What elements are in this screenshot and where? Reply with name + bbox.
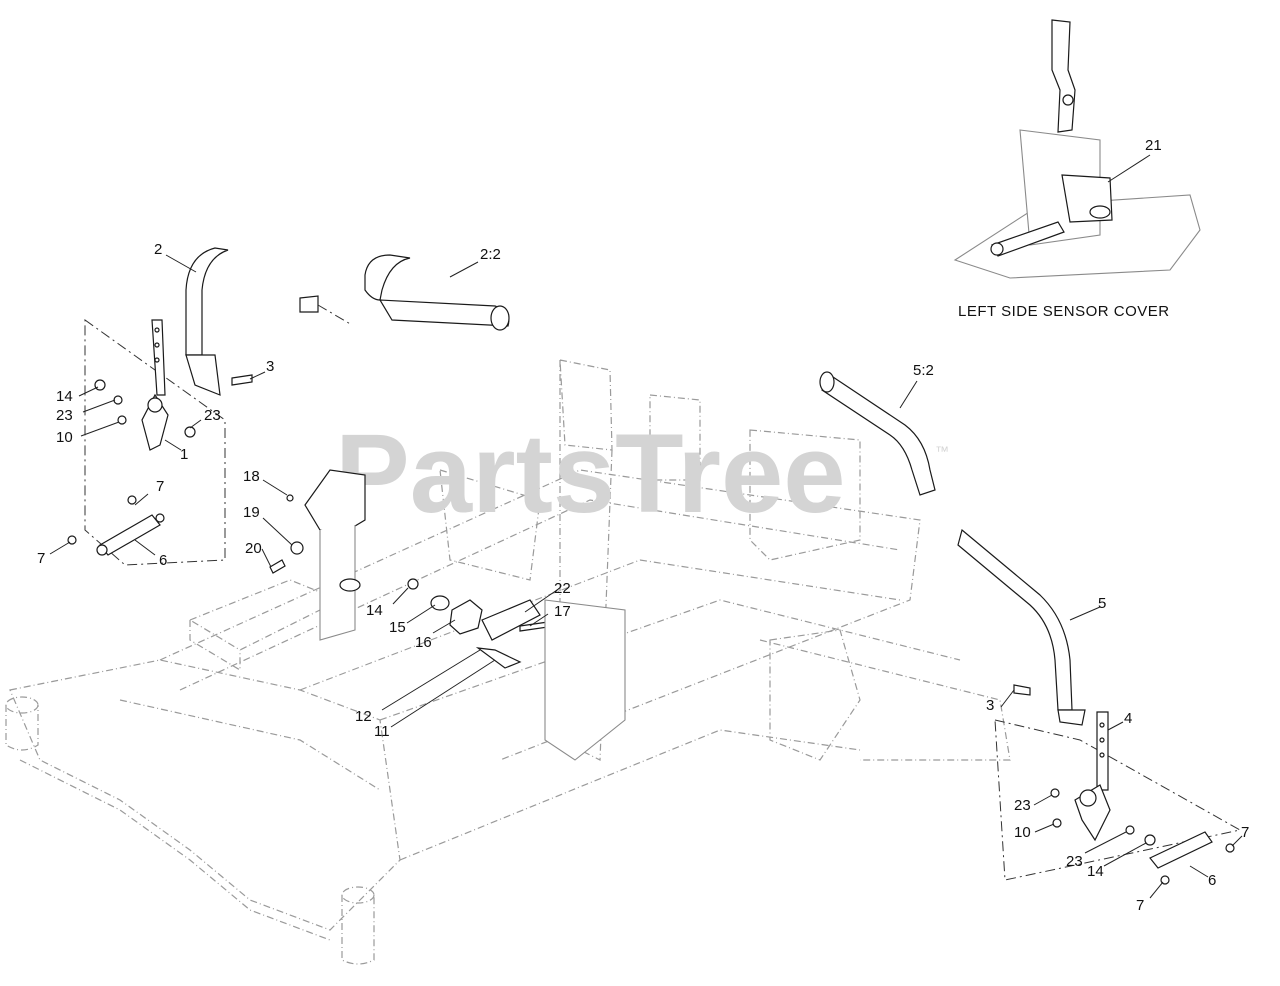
callout-14-center: 14: [366, 602, 383, 619]
callout-3-right: 3: [986, 697, 994, 714]
callout-18: 18: [243, 468, 260, 485]
callout-7-right-top: 7: [1241, 824, 1249, 841]
watermark-trademark: ™: [935, 443, 949, 459]
inset-caption: LEFT SIDE SENSOR COVER: [958, 303, 1170, 320]
callout-11: 11: [374, 723, 390, 740]
callout-14-left: 14: [56, 388, 73, 405]
callout-5-2: 5:2: [913, 362, 934, 379]
callout-6-left: 6: [159, 552, 167, 569]
callout-16: 16: [415, 634, 432, 651]
callout-7-left-top: 7: [156, 478, 164, 495]
callout-4: 4: [1124, 710, 1132, 727]
callout-14-right: 14: [1087, 863, 1104, 880]
callout-23-right-b: 23: [1066, 853, 1083, 870]
callout-17: 17: [554, 603, 571, 620]
callout-12: 12: [355, 708, 372, 725]
callout-10-right: 10: [1014, 824, 1031, 841]
watermark-text: PartsTree: [335, 411, 846, 536]
callout-20: 20: [245, 540, 262, 557]
callout-23-left-b: 23: [204, 407, 221, 424]
leader-lines: [49, 254, 1243, 899]
callout-7-right-bottom: 7: [1136, 897, 1144, 914]
callout-6-right: 6: [1208, 872, 1216, 889]
callout-21: 21: [1145, 137, 1162, 154]
callout-7-left-bottom: 7: [37, 550, 45, 567]
watermark: PartsTree ™: [335, 411, 949, 536]
center-bracket-assembly: [269, 469, 626, 761]
callout-10-left: 10: [56, 429, 73, 446]
callout-3-left: 3: [266, 358, 274, 375]
callout-19: 19: [243, 504, 260, 521]
callout-2: 2: [154, 241, 162, 258]
callout-5: 5: [1098, 595, 1106, 612]
callout-15: 15: [389, 619, 406, 636]
callout-23-right-a: 23: [1014, 797, 1031, 814]
callout-2-2: 2:2: [480, 246, 501, 263]
left-lap-bar-assembly: [67, 247, 510, 566]
callout-labels: 2 2:2 3 14 23 23 10 1 7 7 6 18 19 20 14 …: [37, 241, 1249, 914]
callout-22: 22: [554, 580, 571, 597]
callout-23-left-a: 23: [56, 407, 73, 424]
inset-left-side-sensor-cover: 21 LEFT SIDE SENSOR COVER: [953, 19, 1201, 320]
callout-1: 1: [180, 446, 188, 463]
